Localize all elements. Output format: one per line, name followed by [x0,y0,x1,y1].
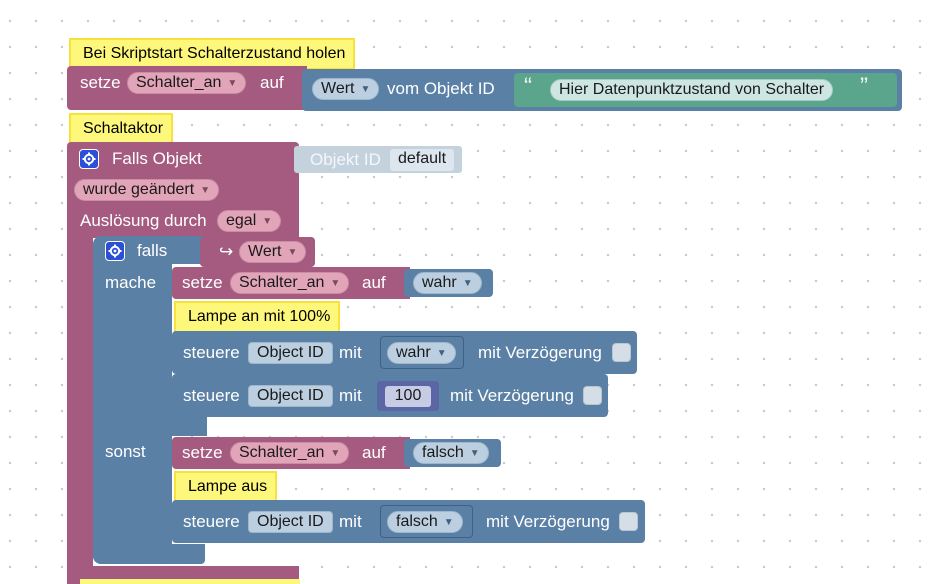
bool-label: falsch [396,513,438,530]
mit-verzoegerung-label: mit Verzögerung [478,343,602,362]
bool-false-input-block[interactable]: falsch ▼ [380,505,473,538]
mit-verzoegerung-label: mit Verzögerung [450,386,574,405]
steuere-label: steuere [183,512,240,531]
on-object-change-block[interactable]: Falls Objekt wurde geändert ▼ Auslösung d… [67,142,299,238]
trigger-label: wurde geändert [83,181,195,198]
condition-wert-label: Wert [248,243,282,260]
comment-start[interactable]: Bei Skriptstart Schalterzustand holen [69,38,356,70]
control-block-true[interactable]: steuere Object ID mit wahr ▼ mit Verzöger… [172,331,637,374]
comment-lampe-an[interactable]: Lampe an mit 100% [174,301,341,333]
if-block-footer [93,544,205,564]
mit-label: mit [339,343,362,362]
number-value-field[interactable]: 100 [385,386,431,407]
trigger-dropdown[interactable]: wurde geändert ▼ [74,179,220,201]
gear-icon[interactable] [105,241,125,261]
delay-checkbox[interactable] [612,343,631,362]
set-false-block[interactable]: setze Schalter_an ▼ auf [172,437,410,469]
mache-label: mache [105,273,157,292]
bool-label: falsch [422,444,464,461]
object-id-field[interactable]: Object ID [248,342,333,364]
dropdown-arrow-icon: ▼ [360,84,371,95]
event-block-spine [67,236,93,580]
object-id-input-block[interactable]: Objekt ID default [294,146,462,173]
object-id-field[interactable]: Object ID [248,511,333,533]
auf-label: auf [260,73,284,92]
falls-objekt-label: Falls Objekt [112,149,202,168]
dropdown-arrow-icon: ▼ [287,247,298,258]
quote-close-icon: ” [860,73,868,100]
wert-dropdown[interactable]: Wert ▼ [312,78,380,100]
bool-true-block[interactable]: wahr ▼ [404,269,493,297]
condition-value-block[interactable]: ↪ Wert ▼ [200,237,315,267]
control-block-number[interactable]: steuere Object ID mit 100 mit Verzögerun… [172,374,608,417]
dropdown-arrow-icon: ▼ [462,278,473,289]
bool-label: wahr [422,274,457,291]
bool-true-input-block[interactable]: wahr ▼ [380,336,464,369]
quote-open-icon: “ [524,73,532,100]
objekt-id-label: Objekt ID [310,150,381,169]
number-block[interactable]: 100 [377,381,439,411]
dropdown-arrow-icon: ▼ [330,448,341,459]
set-true-block[interactable]: setze Schalter_an ▼ auf [172,267,410,299]
mit-label: mit [339,512,362,531]
dropdown-arrow-icon: ▼ [200,185,211,196]
variable-dropdown[interactable]: Schalter_an ▼ [230,442,350,464]
setze-label: setze [182,443,223,462]
delay-checkbox[interactable] [583,386,602,405]
set-variable-block[interactable]: setze Schalter_an ▼ auf [67,66,307,110]
bool-false-block[interactable]: falsch ▼ [404,439,501,467]
string-value-field[interactable]: Hier Datenpunktzustand von Schalter [550,79,834,101]
variable-name: Schalter_an [239,274,325,291]
auf-label: auf [362,443,386,462]
variable-name: Schalter_an [239,444,325,461]
setze-label: setze [182,273,223,292]
get-value-block[interactable]: Wert ▼ vom Objekt ID “ Hier Datenpunktzus… [302,69,902,111]
dropdown-arrow-icon: ▼ [443,517,454,528]
mit-label: mit [339,386,362,405]
arrow-return-icon: ↪ [219,242,234,261]
gear-icon[interactable] [79,149,99,169]
next-comment-edge [80,579,300,584]
wert-dropdown-label: Wert [321,80,355,97]
dropdown-arrow-icon: ▼ [469,448,480,459]
dropdown-arrow-icon: ▼ [262,216,273,227]
comment-schaltaktor[interactable]: Schaltaktor [69,113,174,145]
variable-dropdown[interactable]: Schalter_an ▼ [230,272,350,294]
steuere-label: steuere [183,386,240,405]
object-id-field[interactable]: Object ID [248,385,333,407]
variable-name: Schalter_an [136,74,222,91]
bool-dropdown[interactable]: falsch ▼ [387,511,463,533]
text-string-block[interactable]: “ Hier Datenpunktzustand von Schalter ” [514,73,897,107]
setze-label: setze [80,73,121,92]
if-block-header[interactable]: falls [93,236,205,264]
mit-verzoegerung-label: mit Verzögerung [486,512,610,531]
falls-label: falls [137,241,168,260]
bool-dropdown[interactable]: wahr ▼ [413,272,482,294]
vom-objekt-label: vom Objekt ID [387,79,495,98]
delay-checkbox[interactable] [619,512,638,531]
bool-dropdown[interactable]: falsch ▼ [413,442,489,464]
auf-label: auf [362,273,386,292]
bool-label: wahr [396,344,431,361]
dropdown-arrow-icon: ▼ [330,278,341,289]
dropdown-arrow-icon: ▼ [436,348,447,359]
bool-dropdown[interactable]: wahr ▼ [387,342,456,364]
steuere-label: steuere [183,343,240,362]
ausloesung-label: Auslösung durch [80,211,207,230]
comment-lampe-aus[interactable]: Lampe aus [174,471,278,503]
ausloesung-dropdown[interactable]: egal ▼ [217,210,282,232]
control-block-false[interactable]: steuere Object ID mit falsch ▼ mit Verzög… [172,500,645,543]
ausloesung-value: egal [226,212,257,229]
objekt-id-value[interactable]: default [390,149,455,171]
if-block-body: mache sonst [93,264,172,564]
dropdown-arrow-icon: ▼ [227,78,238,89]
sonst-label: sonst [105,442,146,461]
variable-dropdown[interactable]: Schalter_an ▼ [127,72,247,94]
condition-wert-dropdown[interactable]: Wert ▼ [239,241,307,263]
